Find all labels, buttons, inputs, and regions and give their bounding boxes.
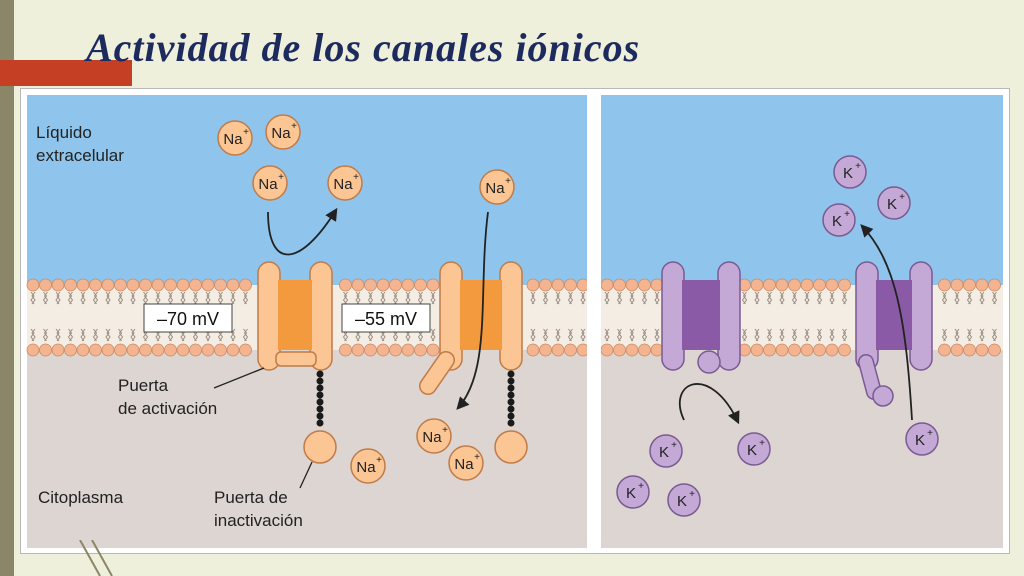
svg-text:+: + [759,438,765,449]
svg-text:+: + [278,172,284,183]
potassium-efflux-arrow [860,224,913,421]
potassium-ion: K + [649,434,683,468]
resting-voltage-label: –70 mV [157,309,219,329]
slide-accent-tab [0,60,132,86]
activation-gate-open [420,352,454,394]
inactivation-gate-label-line1: Puerta de [214,488,288,507]
panel-divider [587,95,601,548]
svg-text:K: K [626,485,636,502]
svg-text:K: K [832,213,842,230]
svg-text:+: + [638,481,644,492]
sodium-ion: Na + [448,445,484,481]
svg-text:+: + [505,176,511,187]
svg-text:Na: Na [485,180,505,197]
sodium-channel-closed [257,261,333,371]
svg-text:K: K [843,165,853,182]
potassium-channel-open [855,261,933,407]
potassium-gate-open [859,355,881,399]
threshold-voltage-box: –55 mV [341,303,431,333]
sodium-ion: Na + [327,165,363,201]
sodium-channel-open [419,261,523,395]
inactivation-gate-chain-1 [316,370,324,427]
activation-gate-label-line1: Puerta [118,376,169,395]
potassium-ion: K + [905,422,939,456]
right-panel-extracellular [601,95,1003,285]
potassium-blocked-arrow [678,383,740,425]
svg-text:K: K [887,196,897,213]
potassium-ion: K + [833,155,867,189]
svg-text:K: K [747,442,757,459]
slide-corner-decoration [79,540,113,576]
svg-text:Na: Na [333,176,353,193]
svg-text:+: + [442,425,448,436]
potassium-channel-closed [661,261,741,374]
svg-text:+: + [474,452,480,463]
activation-gate-closed [275,351,317,367]
svg-text:+: + [899,192,905,203]
inactivation-gate-ball-1 [303,430,337,464]
svg-text:Na: Na [454,456,474,473]
svg-text:+: + [844,209,850,220]
cytoplasm-label: Citoplasma [38,488,124,507]
sodium-blocked-arrow [267,207,338,256]
svg-text:Na: Na [356,459,376,476]
sodium-ion: Na + [416,418,452,454]
potassium-ion: K + [822,203,856,237]
svg-text:Na: Na [223,131,243,148]
sodium-ion: Na + [217,120,253,156]
inactivation-gate-ball-2 [494,430,528,464]
sodium-ion: Na + [479,169,515,205]
extracellular-label-line1: Líquido [36,123,92,142]
sodium-influx-arrow [456,211,489,410]
activation-gate-leader-line [213,367,265,389]
inactivation-gate-label-line2: inactivación [214,511,303,530]
sodium-ion: Na + [350,448,386,484]
potassium-ion: K + [667,483,701,517]
svg-text:Na: Na [271,125,291,142]
svg-text:K: K [659,444,669,461]
svg-text:K: K [915,432,925,449]
svg-text:K: K [677,493,687,510]
potassium-ion: K + [616,475,650,509]
svg-text:+: + [243,127,249,138]
threshold-voltage-label: –55 mV [355,309,417,329]
svg-text:+: + [855,161,861,172]
svg-text:+: + [376,455,382,466]
potassium-ion: K + [877,186,911,220]
svg-text:+: + [291,121,297,132]
svg-text:+: + [671,440,677,451]
svg-text:Na: Na [422,429,442,446]
slide-title: Actividad de los canales iónicos [86,25,641,70]
slide-left-strip [0,0,14,576]
activation-gate-label-line2: de activación [118,399,217,418]
svg-text:+: + [689,489,695,500]
resting-voltage-box: –70 mV [143,303,233,333]
sodium-ion: Na + [252,165,288,201]
potassium-gate-closed [697,350,721,374]
sodium-ion: Na + [265,114,301,150]
svg-text:+: + [353,172,359,183]
svg-text:Na: Na [258,176,278,193]
svg-text:+: + [927,428,933,439]
inactivation-gate-chain-2 [507,370,515,427]
extracellular-label-line2: extracelular [36,146,124,165]
inactivation-gate-leader-line [299,461,313,489]
potassium-ion: K + [737,432,771,466]
